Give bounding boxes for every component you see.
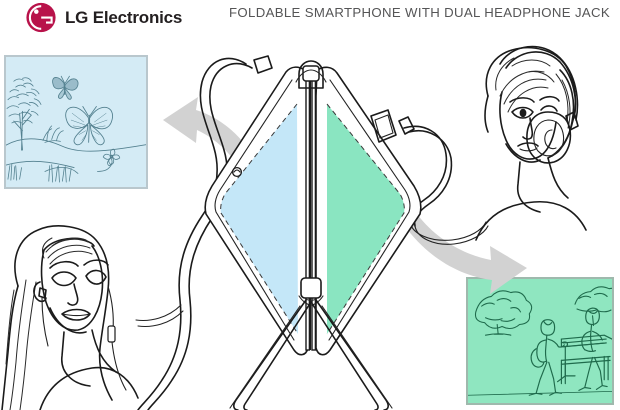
arrow-left-icon xyxy=(163,97,265,186)
eyes xyxy=(509,95,560,119)
brand-name: LG Electronics xyxy=(65,8,183,27)
earbud-right xyxy=(107,285,127,391)
lg-logo-icon xyxy=(24,1,58,35)
brand: LG Electronics xyxy=(24,1,182,35)
left-headphone-jack xyxy=(253,55,273,74)
panel-nature-scene xyxy=(4,55,148,189)
headphones xyxy=(499,45,579,164)
cable-right xyxy=(398,116,489,245)
panel-park-scene xyxy=(466,277,614,405)
right-headphone-jack xyxy=(370,109,397,143)
cable-left xyxy=(135,57,253,410)
camera-sensor xyxy=(231,166,243,178)
earbud xyxy=(38,287,49,347)
bottom-hinge xyxy=(298,277,324,306)
figure-woman-earbuds xyxy=(1,225,139,410)
foldable-smartphone xyxy=(204,55,422,410)
top-hinge xyxy=(295,60,327,89)
figure-person-headphones xyxy=(475,45,587,241)
page-title: FOLDABLE SMARTPHONE WITH DUAL HEADPHONE … xyxy=(229,5,611,20)
header: LG Electronics FOLDABLE SMARTPHONE WITH … xyxy=(0,0,620,34)
eyes xyxy=(49,259,109,287)
